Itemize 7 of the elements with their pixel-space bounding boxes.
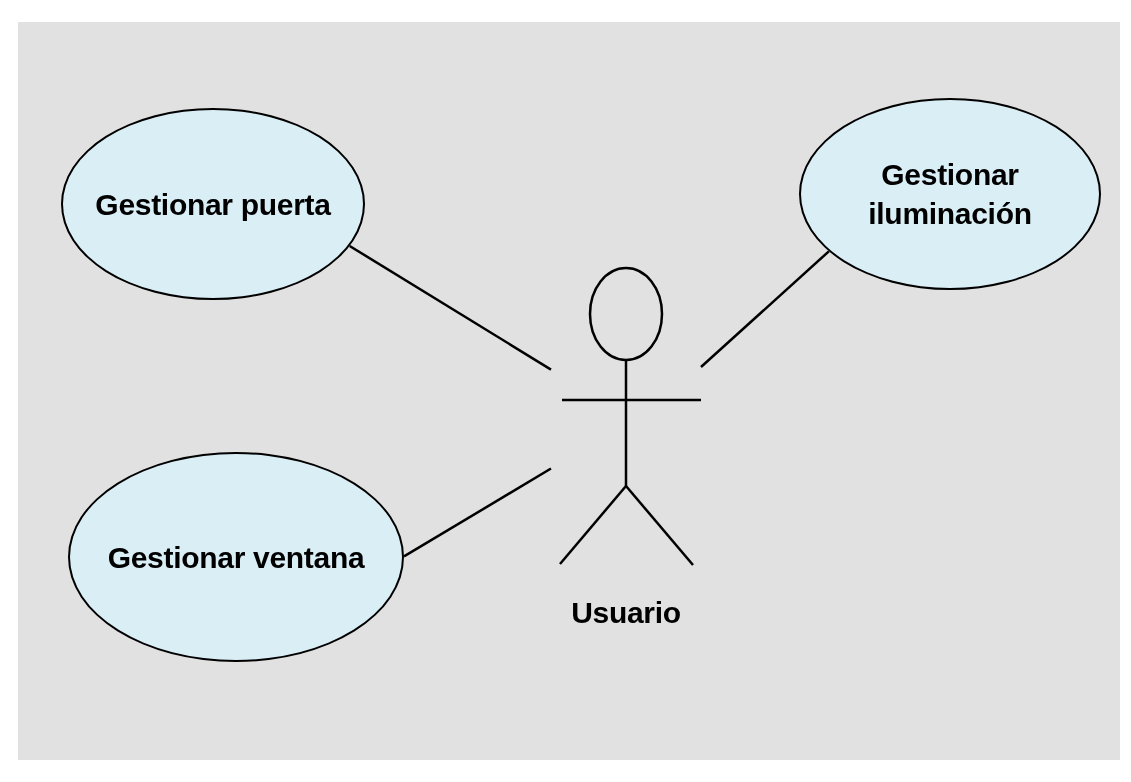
actor-label: Usuario xyxy=(571,596,681,630)
association-line xyxy=(349,244,552,371)
use-case-label: Gestionar ventana xyxy=(107,539,365,576)
use-case-label: Gestionar puerta xyxy=(95,186,331,223)
use-case-label: Gestionar iluminación xyxy=(867,157,1033,232)
association-line xyxy=(700,250,830,368)
association-line xyxy=(403,467,552,558)
